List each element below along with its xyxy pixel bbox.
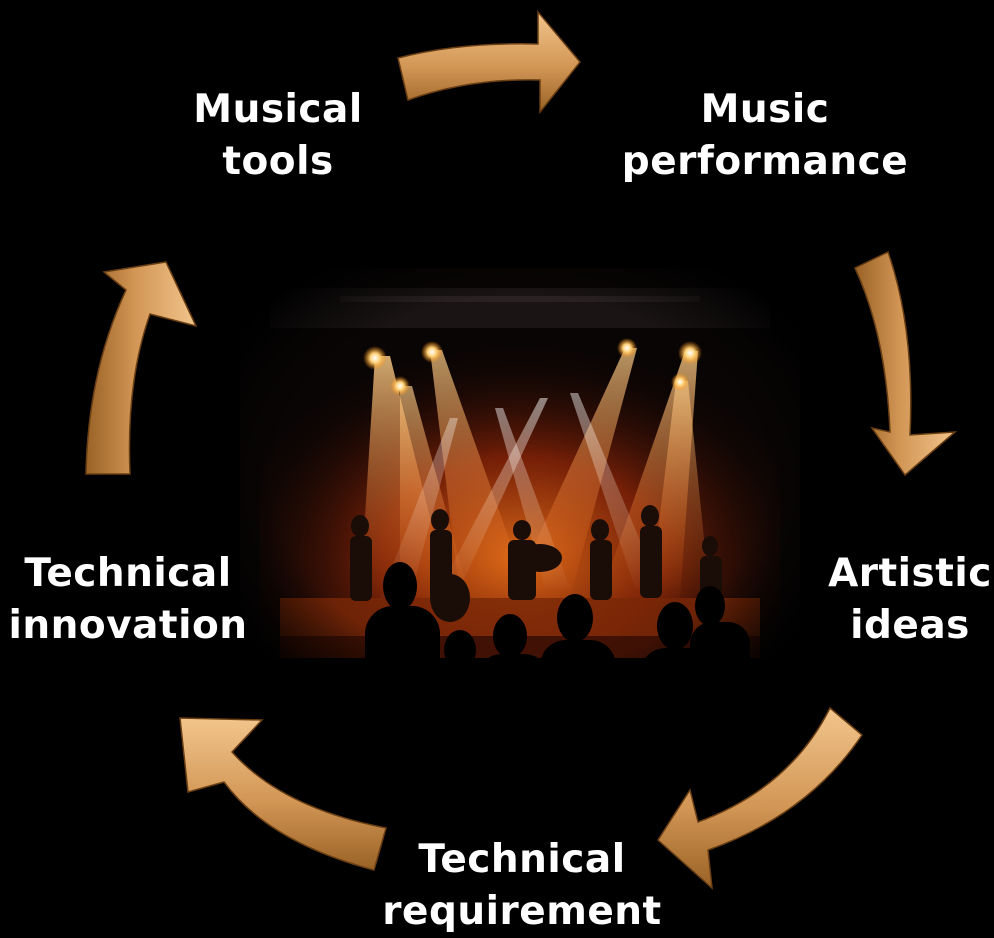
node-technical-innovation: Technical innovation: [0, 548, 256, 652]
arrow-tools-to-performance: [397, 9, 581, 115]
node-artistic-ideas-line1: Artistic: [828, 551, 992, 596]
node-music-performance: Music performance: [610, 84, 920, 188]
concert-stage-photo: [240, 268, 800, 698]
node-musical-tools-line2: tools: [222, 139, 334, 184]
node-musical-tools: Musical tools: [168, 84, 388, 188]
node-music-performance-line2: performance: [621, 139, 909, 184]
arrow-requirement-to-innovation: [179, 717, 387, 871]
arrow-ideas-to-requirement: [657, 706, 863, 890]
node-technical-requirement-line1: Technical: [418, 837, 626, 882]
arrow-innovation-to-tools: [85, 261, 198, 475]
node-musical-tools-line1: Musical: [193, 87, 363, 132]
node-technical-innovation-line1: Technical: [24, 551, 232, 596]
node-technical-requirement-line2: requirement: [382, 889, 662, 934]
arrow-performance-to-ideas: [854, 250, 958, 477]
node-technical-requirement: Technical requirement: [362, 834, 682, 938]
node-music-performance-line1: Music: [700, 87, 830, 132]
node-technical-innovation-line2: innovation: [8, 603, 248, 648]
node-artistic-ideas: Artistic ideas: [826, 548, 994, 652]
node-artistic-ideas-line2: ideas: [850, 603, 970, 648]
